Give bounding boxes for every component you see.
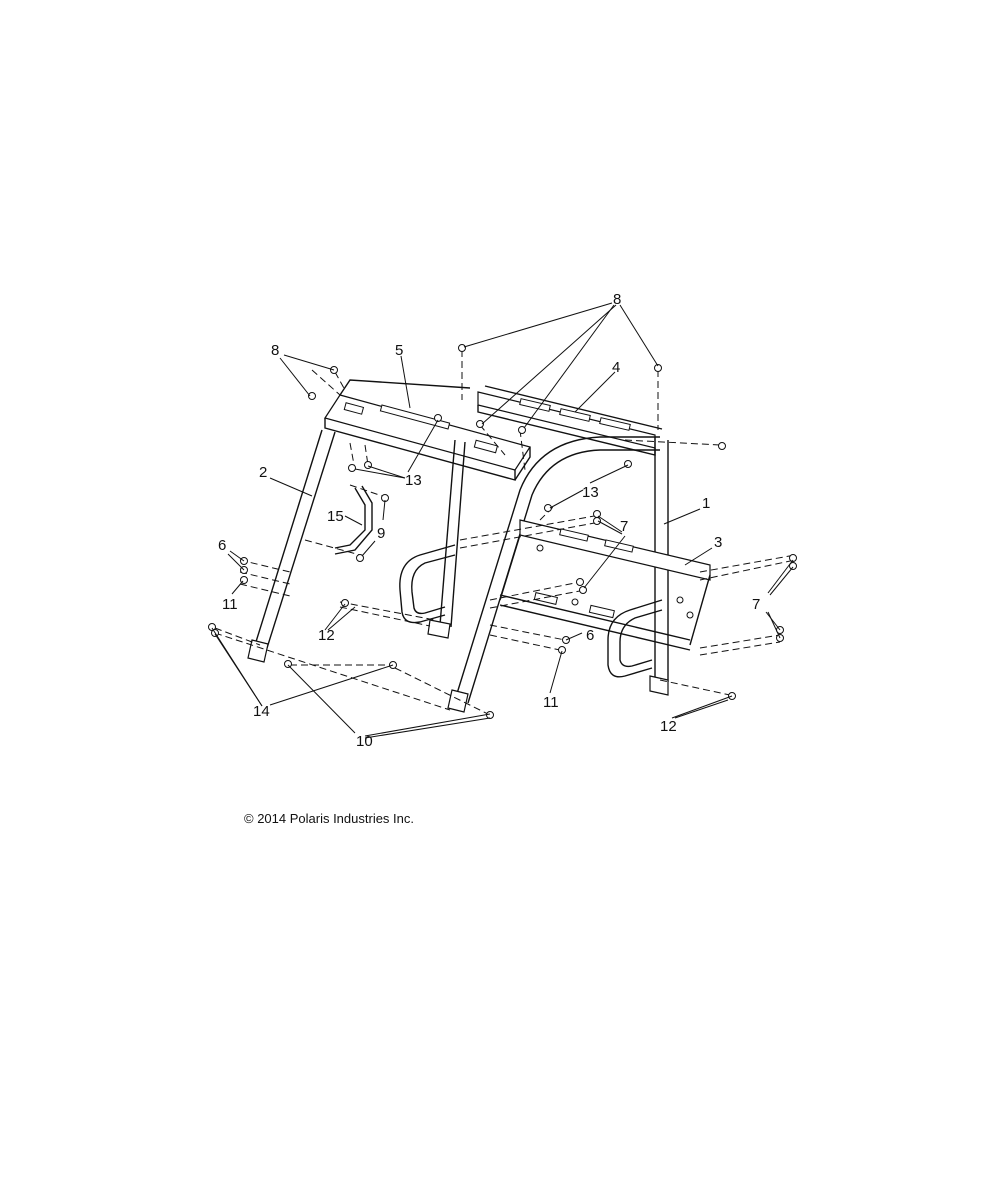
callout-11-right: 11 bbox=[543, 694, 559, 711]
bolt-icon bbox=[356, 554, 364, 562]
bolt-icon bbox=[308, 392, 316, 400]
callout-11-left: 11 bbox=[222, 596, 238, 613]
callout-2: 2 bbox=[259, 464, 267, 481]
bolt-icon bbox=[593, 517, 601, 525]
callout-6-right: 6 bbox=[586, 627, 594, 644]
callout-15: 15 bbox=[327, 508, 344, 525]
bolt-icon bbox=[341, 599, 349, 607]
callout-12-left: 12 bbox=[318, 627, 335, 644]
bolt-icon bbox=[718, 442, 726, 450]
rear-top-rail bbox=[477, 385, 663, 456]
callout-14: 14 bbox=[253, 703, 270, 720]
bolt-icon bbox=[789, 554, 797, 562]
bolt-icon bbox=[789, 562, 797, 570]
callout-8-left: 8 bbox=[271, 342, 279, 359]
lower-rear-panel bbox=[499, 519, 711, 651]
rear-inner-tube bbox=[427, 439, 466, 639]
callout-3: 3 bbox=[714, 534, 722, 551]
bolt-icon bbox=[364, 461, 372, 469]
copyright-notice: © 2014 Polaris Industries Inc. bbox=[244, 811, 414, 826]
leader-lines bbox=[211, 302, 794, 739]
bolt-icon bbox=[579, 586, 587, 594]
callout-1: 1 bbox=[702, 495, 710, 512]
callout-9: 9 bbox=[377, 525, 385, 542]
callout-10: 10 bbox=[356, 733, 373, 750]
assembly-lines bbox=[214, 350, 796, 716]
callout-12-right: 12 bbox=[660, 718, 677, 735]
front-top-panel bbox=[324, 379, 531, 481]
bolt-icon bbox=[476, 420, 484, 428]
bolt-icon bbox=[576, 578, 584, 586]
grab-handles bbox=[399, 544, 663, 678]
bolt-icon bbox=[518, 426, 526, 434]
callout-7-right: 7 bbox=[752, 596, 760, 613]
callout-6-left: 6 bbox=[218, 537, 226, 554]
bolt-icon bbox=[348, 464, 356, 472]
bolt-icon bbox=[544, 504, 552, 512]
bolt-icon bbox=[486, 711, 494, 719]
fasteners bbox=[208, 344, 797, 719]
callout-8-top: 8 bbox=[613, 291, 621, 308]
bolt-icon bbox=[458, 344, 466, 352]
callout-4: 4 bbox=[612, 359, 620, 376]
bolt-icon bbox=[434, 414, 442, 422]
bolt-icon bbox=[558, 646, 566, 654]
callouts: 1 2 3 4 5 6 6 7 7 8 8 9 10 11 11 12 12 1… bbox=[218, 291, 760, 750]
bolt-icon bbox=[284, 660, 292, 668]
main-roll-bar bbox=[447, 436, 669, 713]
callout-7-center: 7 bbox=[620, 518, 628, 535]
callout-13-right: 13 bbox=[582, 484, 599, 501]
callout-5: 5 bbox=[395, 342, 403, 359]
callout-13-left: 13 bbox=[405, 472, 422, 489]
front-left-tube bbox=[247, 429, 336, 663]
bolt-icon bbox=[654, 364, 662, 372]
